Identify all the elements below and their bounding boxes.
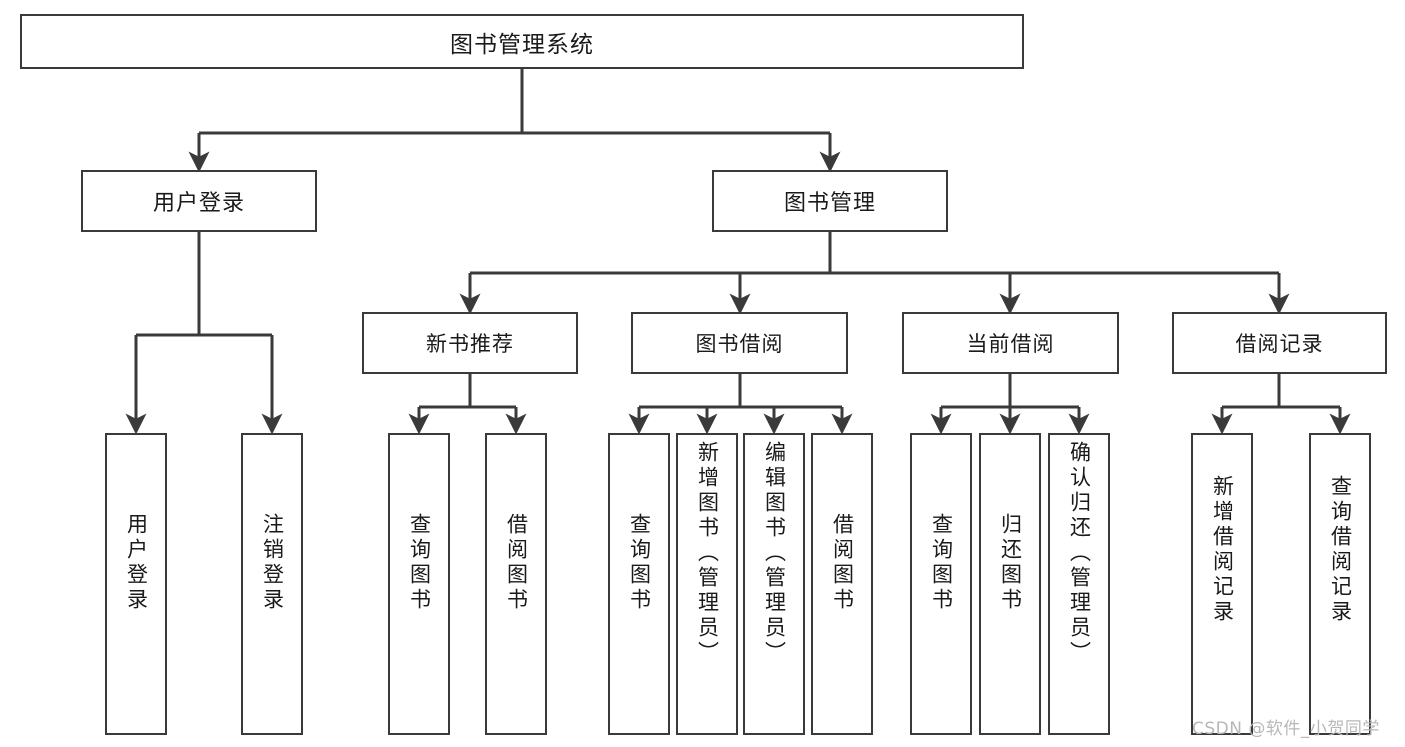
leaf-current-return-book-label: 归还图书 [998,513,1023,613]
node-borrow-record-label: 借阅记录 [1235,332,1324,356]
leaf-borrow-edit-book-admin[interactable]: 编辑图书（管理员） [743,433,805,735]
leaf-borrow-add-book-admin[interactable]: 新增图书（管理员） [676,433,738,735]
node-borrow-record[interactable]: 借阅记录 [1172,312,1387,374]
node-root-label: 图书管理系统 [450,31,594,58]
leaf-borrow-edit-book-admin-label: 编辑图书（管理员） [762,441,787,666]
leaf-recommend-query-book[interactable]: 查询图书 [388,433,450,735]
node-user-login[interactable]: 用户登录 [81,170,317,232]
leaf-record-query-record-label: 查询借阅记录 [1328,475,1353,625]
leaf-borrow-query-book[interactable]: 查询图书 [608,433,670,735]
node-book-borrow[interactable]: 图书借阅 [631,312,848,374]
leaf-borrow-query-book-label: 查询图书 [627,513,652,613]
node-current-borrow[interactable]: 当前借阅 [902,312,1119,374]
leaf-current-query-book-label: 查询图书 [929,513,954,613]
node-root[interactable]: 图书管理系统 [20,14,1024,69]
leaf-user-logout[interactable]: 注销登录 [241,433,303,735]
leaf-current-query-book[interactable]: 查询图书 [910,433,972,735]
leaf-user-logout-label: 注销登录 [260,513,285,613]
leaf-borrow-borrow-book-label: 借阅图书 [830,513,855,613]
leaf-borrow-add-book-admin-label: 新增图书（管理员） [695,441,720,666]
leaf-recommend-borrow-book-label: 借阅图书 [504,513,529,613]
csdn-watermark: CSDN @软件_小贺同学 [1192,719,1380,739]
leaf-recommend-query-book-label: 查询图书 [407,513,432,613]
leaf-record-query-record[interactable]: 查询借阅记录 [1309,433,1371,735]
leaf-borrow-borrow-book[interactable]: 借阅图书 [811,433,873,735]
node-new-book-recommend[interactable]: 新书推荐 [362,312,578,374]
leaf-current-confirm-return-admin-label: 确认归还（管理员） [1067,441,1092,666]
node-book-management-label: 图书管理 [783,191,876,216]
node-book-borrow-label: 图书借阅 [695,332,784,356]
node-current-borrow-label: 当前借阅 [966,332,1055,356]
leaf-user-login[interactable]: 用户登录 [105,433,167,735]
leaf-recommend-borrow-book[interactable]: 借阅图书 [485,433,547,735]
leaf-user-login-label: 用户登录 [124,513,149,613]
leaf-record-add-record-label: 新增借阅记录 [1210,475,1235,625]
node-new-book-recommend-label: 新书推荐 [426,332,514,356]
leaf-record-add-record[interactable]: 新增借阅记录 [1191,433,1253,735]
node-book-management[interactable]: 图书管理 [712,170,948,232]
leaf-current-return-book[interactable]: 归还图书 [979,433,1041,735]
node-user-login-label: 用户登录 [152,191,245,216]
leaf-current-confirm-return-admin[interactable]: 确认归还（管理员） [1048,433,1110,735]
